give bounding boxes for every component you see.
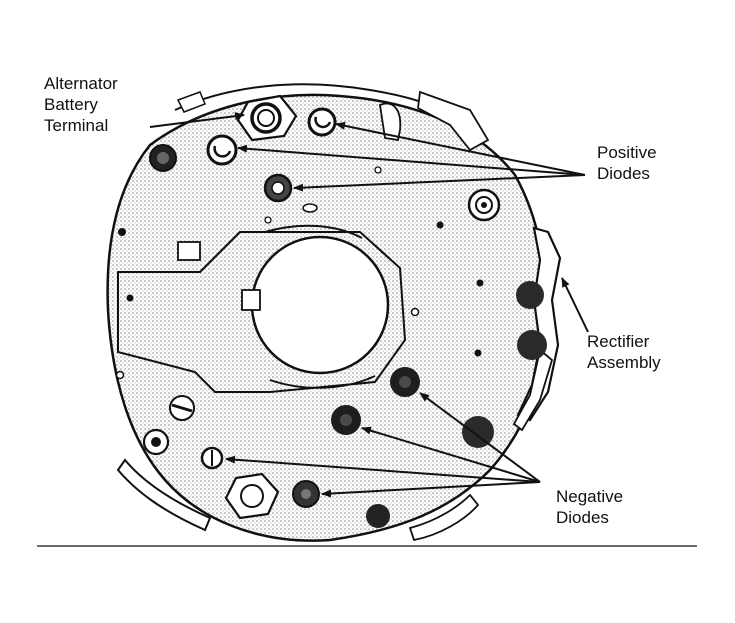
plate-lower-arc	[269, 375, 376, 389]
negative-diode	[292, 480, 320, 508]
battery-terminal-nut	[236, 94, 298, 142]
rectifier-strip	[512, 348, 554, 432]
ring-terminal-upper-right	[467, 188, 501, 222]
positive-diodes-label-line2: Diodes	[597, 164, 650, 183]
hole	[374, 166, 382, 174]
bore-key	[241, 289, 261, 311]
central-bore	[250, 235, 390, 375]
mounting-screw	[169, 395, 195, 421]
negative-diodes-label-line2: Diodes	[556, 508, 609, 527]
upper-left-stud	[149, 144, 177, 172]
lower-rim-strap	[116, 458, 212, 532]
rectifier-assembly-label-line2: Assembly	[587, 353, 661, 372]
rim-tab-left	[176, 91, 206, 113]
arrow-positive-diode-1	[335, 121, 586, 176]
rectifier-heat-sink	[462, 281, 547, 448]
positive-diode	[263, 173, 293, 203]
battery-terminal-label: Alternator Battery Terminal	[44, 73, 118, 136]
arrow-battery-terminal	[149, 112, 245, 128]
terminal-strap	[379, 102, 402, 142]
negative-diodes-label-line1: Negative	[556, 487, 624, 506]
rim-tab-right	[417, 90, 490, 152]
arrow-negative-diode-3	[225, 455, 541, 483]
positive-diode	[206, 134, 238, 166]
hole	[410, 307, 420, 317]
hole	[115, 370, 125, 380]
ring-terminal-lower-left	[142, 428, 170, 456]
plate-arc	[264, 224, 363, 239]
slot-hole	[302, 203, 318, 213]
arrow-positive-diode-3	[293, 174, 586, 192]
negative-diode	[200, 446, 224, 470]
battery-terminal-label-line2: Battery	[44, 95, 98, 114]
rectifier-assembly-label-line1: Rectifier	[587, 332, 650, 351]
hole	[474, 349, 482, 357]
arrow-negative-diode-4	[321, 481, 541, 498]
positive-diodes-label: Positive Diodes	[597, 142, 657, 184]
rectifier-assembly-label: Rectifier Assembly	[587, 331, 661, 373]
hole	[126, 294, 134, 302]
bottom-stud	[366, 504, 390, 528]
arrow-rectifier-assembly	[561, 277, 589, 333]
hole	[264, 216, 272, 224]
negative-diode	[390, 367, 420, 397]
arrow-positive-diode-2	[237, 144, 586, 176]
hole	[476, 279, 484, 287]
hole	[436, 221, 444, 229]
hex-nut-lower	[224, 472, 280, 520]
arrow-negative-diode-1	[419, 392, 541, 483]
negative-diodes-label: Negative Diodes	[556, 486, 623, 528]
negative-diode	[331, 405, 361, 435]
positive-diodes-label-line1: Positive	[597, 143, 657, 162]
battery-terminal-label-line3: Terminal	[44, 116, 109, 135]
leader-lines	[149, 112, 589, 498]
arrow-negative-diode-2	[361, 426, 541, 483]
plate-slot	[177, 241, 201, 261]
positive-diode	[307, 107, 337, 137]
battery-terminal-label-line1: Alternator	[44, 74, 118, 93]
lower-right-rim	[408, 493, 480, 542]
hole	[118, 228, 126, 236]
